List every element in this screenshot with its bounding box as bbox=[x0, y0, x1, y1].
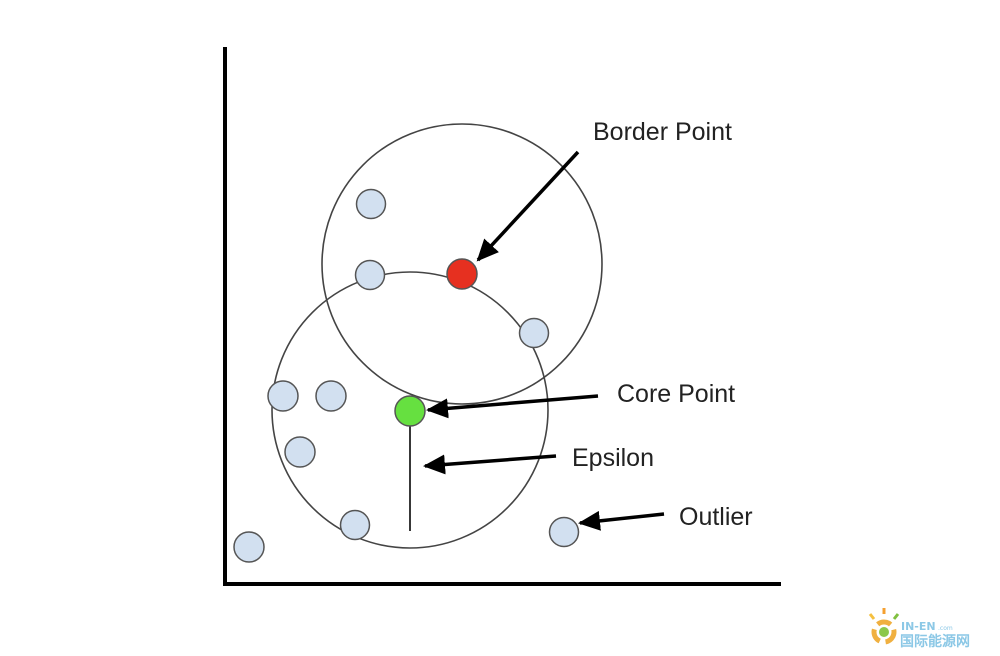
core-point bbox=[394, 395, 426, 427]
data-point bbox=[339, 509, 371, 541]
watermark-domain: .com bbox=[938, 625, 953, 632]
data-point bbox=[315, 380, 347, 412]
data-point bbox=[518, 317, 550, 349]
core-point-arrow bbox=[426, 394, 599, 419]
watermark-brand: IN-EN bbox=[901, 620, 936, 633]
data-point bbox=[284, 436, 316, 468]
border-point bbox=[446, 258, 478, 290]
sun-icon bbox=[868, 608, 900, 645]
epsilon-label: Epsilon bbox=[572, 444, 654, 472]
outlier-point bbox=[548, 516, 580, 548]
outlier-arrow bbox=[578, 510, 665, 531]
epsilon-arrow bbox=[423, 454, 557, 475]
border-point-arrow bbox=[476, 150, 580, 262]
data-point bbox=[355, 188, 387, 220]
core-point-label: Core Point bbox=[617, 380, 735, 408]
outlier-label: Outlier bbox=[679, 503, 753, 531]
watermark-cn: 国际能源网 bbox=[900, 633, 970, 650]
border-point-label: Border Point bbox=[593, 118, 732, 146]
data-point bbox=[267, 380, 299, 412]
border-neighborhood-circle bbox=[321, 123, 603, 405]
data-point bbox=[233, 531, 265, 563]
data-points bbox=[233, 188, 580, 563]
data-point bbox=[354, 259, 386, 291]
watermark-logo: IN-EN .com 国际能源网 bbox=[868, 608, 970, 650]
core-neighborhood-circle bbox=[271, 271, 549, 549]
